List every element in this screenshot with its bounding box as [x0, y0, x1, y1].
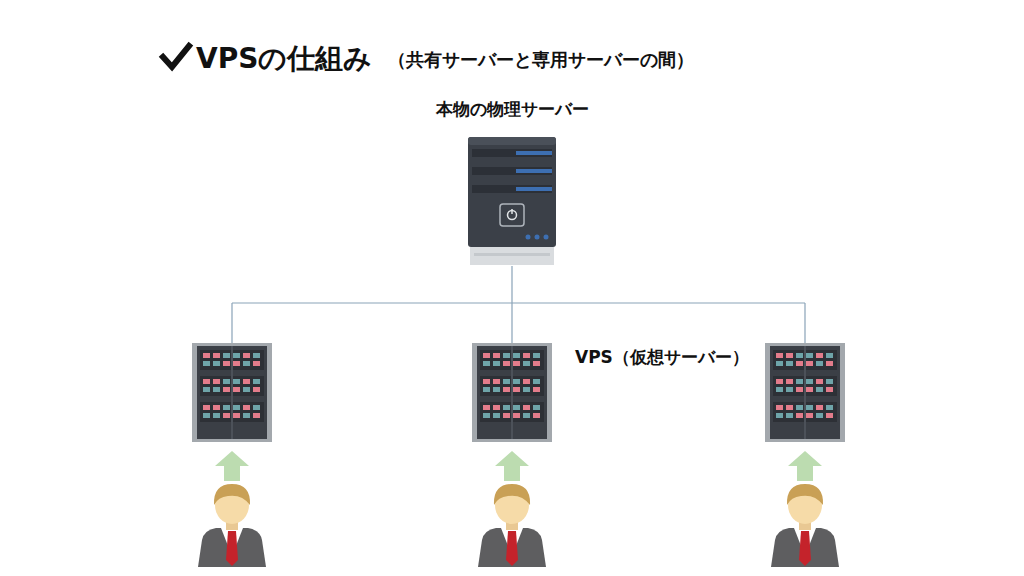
up-arrow	[495, 451, 529, 481]
user-figure	[478, 484, 546, 567]
vps-server-icon	[192, 343, 272, 442]
user-figure	[198, 484, 266, 567]
vps-server-icon	[472, 343, 552, 442]
up-arrow	[215, 451, 249, 481]
up-arrows	[215, 451, 822, 481]
users	[198, 484, 839, 567]
vps-server-icon	[765, 343, 845, 442]
up-arrow	[788, 451, 822, 481]
subtitle: （共有サーバーと専用サーバーの間）	[388, 48, 694, 72]
physical-server-icon	[468, 137, 556, 265]
vps-icons	[192, 343, 845, 442]
check-mark	[163, 46, 189, 67]
server-heading: 本物の物理サーバー	[432, 98, 593, 121]
physical-server: 本物の物理サーバー	[432, 98, 593, 121]
diagram-title: VPSの仕組み	[196, 40, 372, 78]
vps-label: VPS（仮想サーバー）	[575, 346, 749, 369]
tree-lines	[232, 266, 805, 344]
user-figure	[771, 484, 839, 567]
